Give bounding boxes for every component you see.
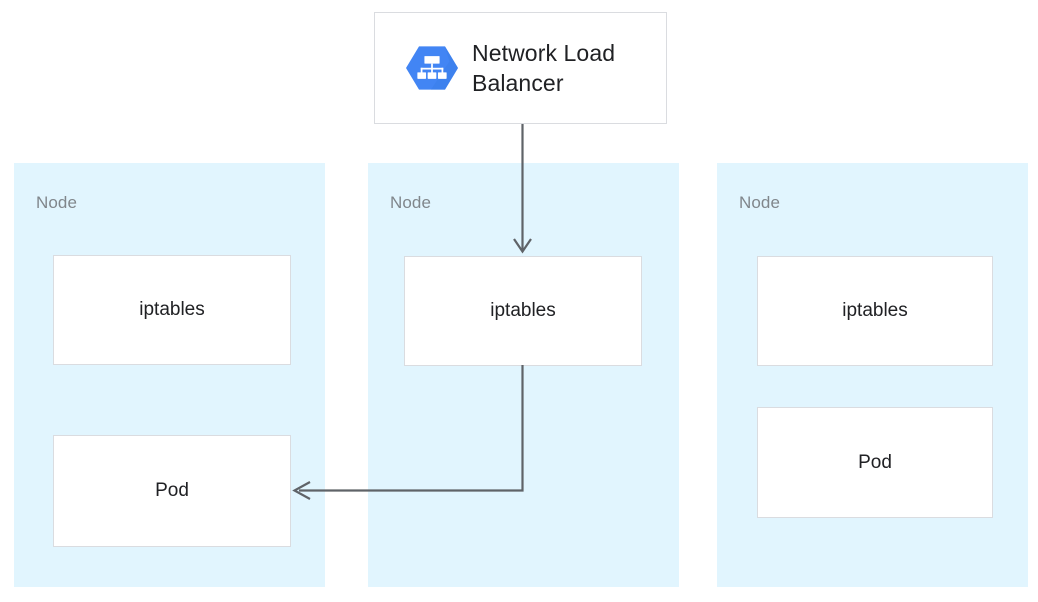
network-load-balancer-icon [406,46,458,90]
node-1-iptables-box[interactable]: iptables [53,255,291,365]
node-1-iptables-label: iptables [139,299,205,320]
node-3-iptables-box[interactable]: iptables [757,256,993,366]
node-2-iptables-label: iptables [490,300,556,321]
node-panel-3: Node iptables Pod [717,163,1028,587]
node-label-3: Node [739,193,781,212]
node-panel-2: Node iptables [368,163,679,587]
node-3-iptables-label: iptables [842,300,908,321]
node-3-pod-box[interactable]: Pod [757,407,993,518]
network-load-balancer-label: Network Load Balancer [472,40,616,96]
node-3-pod-label: Pod [858,451,892,473]
node-2-iptables-box[interactable]: iptables [404,256,642,366]
node-label-2: Node [390,193,432,212]
node-1-pod-box[interactable]: Pod [53,435,291,547]
node-label-1: Node [36,193,78,212]
node-1-pod-label: Pod [155,480,189,501]
node-panel-1: Node iptables Pod [14,163,325,587]
network-load-balancer-box[interactable]: Network Load Balancer [374,12,667,124]
